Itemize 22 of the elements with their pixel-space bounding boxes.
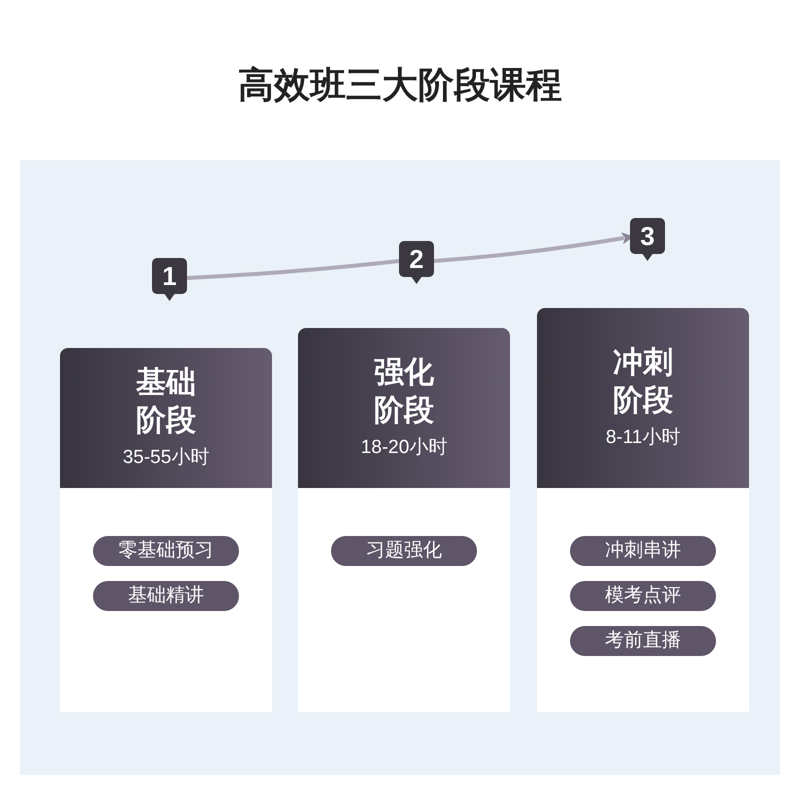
step-marker (630, 218, 665, 262)
stage-title: 强化阶段 (373, 354, 435, 429)
step-marker (399, 241, 434, 285)
topic-pill: 基础精讲 (93, 581, 239, 611)
step-marker (152, 258, 187, 302)
topic-pill: 考前直播 (570, 626, 716, 656)
stage-hours: 35-55小时 (122, 446, 210, 470)
topic-pill: 零基础预习 (93, 536, 239, 566)
stage-title: 基础阶段 (135, 364, 197, 439)
stage-card (298, 328, 510, 712)
topic-pill: 冲刺串讲 (570, 536, 716, 566)
topic-pill: 习题强化 (331, 536, 477, 566)
topic-pill: 模考点评 (570, 581, 716, 611)
stage-title: 冲刺阶段 (612, 344, 674, 419)
stage-hours: 18-20小时 (360, 436, 448, 460)
stage-hours: 8-11小时 (606, 426, 680, 450)
step-number: 1 (162, 260, 177, 293)
step-number: 2 (409, 243, 424, 276)
title: 高效班三大阶段课程 (237, 63, 563, 107)
stage-card (60, 348, 272, 712)
stage-card (537, 308, 749, 712)
step-number: 3 (640, 220, 655, 253)
